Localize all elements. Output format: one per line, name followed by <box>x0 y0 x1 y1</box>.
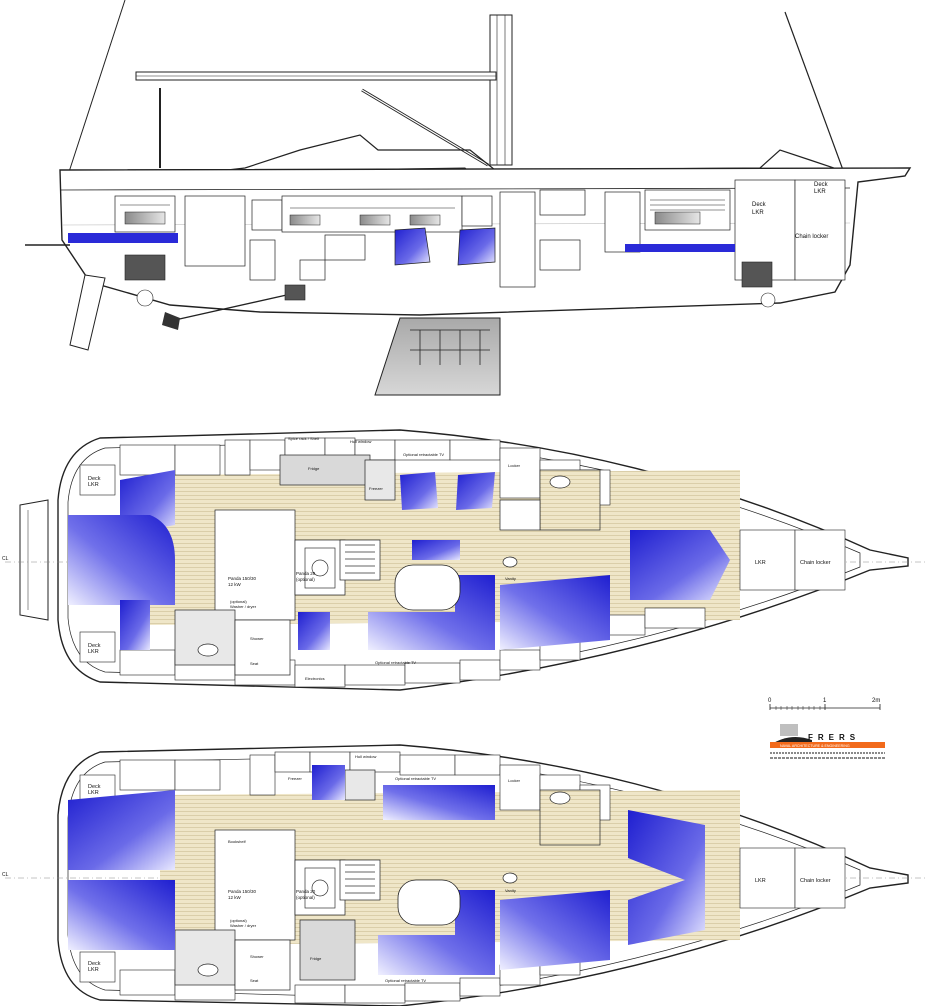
aft-stbd-berth-b <box>68 790 175 870</box>
svg-text:LKR: LKR <box>88 482 99 488</box>
backstay <box>67 0 126 176</box>
scale-tick-1: 1 <box>823 698 827 704</box>
scale-tick-2: 2m <box>872 698 880 704</box>
aft-port-cabin-a <box>120 600 150 650</box>
settee-port-a <box>298 612 330 650</box>
fwd-cabin-berth-a <box>630 530 730 600</box>
aft-berth-cushion <box>68 233 178 243</box>
fwd-port-cabin-b <box>500 890 610 970</box>
hull-window-a: Hull window <box>350 439 371 444</box>
aft-port-berth-b <box>68 880 175 950</box>
scale-bar: 0 1 2m <box>768 698 881 710</box>
optional-tv-bottom-b: Optional retractable TV <box>385 978 426 983</box>
svg-text:12 kW: 12 kW <box>228 895 242 900</box>
forward-berth-cushion <box>625 244 735 252</box>
logo-tagline: NAVAL ARCHITECTURE & ENGINEERING <box>780 744 850 748</box>
electronics-label-a: Electronics <box>305 676 325 681</box>
profile-view: Deck LKR Deck LKR Chain locker <box>25 0 912 396</box>
saloon-seat-2 <box>457 227 496 266</box>
saloon-table-a <box>394 564 461 611</box>
seat-label-a: Seat <box>250 661 259 666</box>
mast <box>489 14 513 166</box>
saloon-chair-1-a <box>400 472 438 510</box>
saloon-seat-1 <box>394 227 431 266</box>
saloon-settee-b <box>378 890 495 975</box>
profile-chain-locker: Chain locker <box>795 234 828 240</box>
svg-text:Deck: Deck <box>88 784 101 790</box>
freezer-label-a: Freezer <box>369 486 383 491</box>
svg-text:LKR: LKR <box>814 189 826 195</box>
fridge-label-b: Fridge <box>310 956 322 961</box>
svg-text:LKR: LKR <box>88 790 99 796</box>
logo-name: FRERS <box>808 733 860 742</box>
svg-text:LKR: LKR <box>88 649 99 655</box>
freezer-label-b: Freezer <box>288 776 302 781</box>
layout-plan-b: CL <box>2 744 928 1006</box>
shower-label-a: Shower <box>250 636 264 641</box>
panda-right-b: Panda 20 <box>296 889 316 894</box>
lkr-label-a: LKR <box>755 560 766 566</box>
washer-dryer-a: (optional) <box>230 599 247 604</box>
svg-text:Deck: Deck <box>88 643 101 649</box>
profile-deck-locker: Deck <box>752 202 767 208</box>
svg-text:(optional): (optional) <box>296 577 315 582</box>
cl-label-b: CL <box>2 872 9 878</box>
panda-left-a: Panda 150/30 <box>228 576 257 581</box>
svg-text:12 kW: 12 kW <box>228 582 242 587</box>
chain-locker-b: Chain locker <box>800 878 831 884</box>
bookshelf-label-b: Bookshelf <box>228 839 246 844</box>
panda-right-a: Panda 20 <box>296 571 316 576</box>
svg-text:Deck: Deck <box>814 182 829 188</box>
locker-label-b: Locker <box>508 778 521 783</box>
saloon-settee-stbd-b <box>383 785 495 820</box>
hull-window-b: Hull window <box>355 754 376 759</box>
spice-rack-label-a: Spice rack / Shelf <box>288 436 320 441</box>
svg-text:LKR: LKR <box>88 967 99 973</box>
cl-label-a: CL <box>2 556 9 562</box>
rudder <box>69 274 106 351</box>
fwd-port-cabin-a <box>500 575 610 650</box>
saloon-chair-2-a <box>456 472 495 510</box>
seat-label-b: Seat <box>250 978 259 983</box>
vanity-label-b: Vanity <box>505 888 516 893</box>
pilot-seat-b <box>312 765 345 800</box>
vanity-label-a: Vanity <box>505 576 516 581</box>
locker-label-a: Locker <box>508 463 521 468</box>
saloon-settee-a <box>368 575 495 650</box>
washer-dryer-b: (optional) <box>230 918 247 923</box>
shower-label-b: Shower <box>250 954 264 959</box>
scale-tick-0: 0 <box>768 698 772 704</box>
saloon-table-b <box>397 879 461 926</box>
aft-cabin-berth-a <box>68 515 175 605</box>
svg-text:(optional): (optional) <box>296 895 315 900</box>
optional-tv-a: Optional retractable TV <box>403 452 444 457</box>
svg-text:Deck: Deck <box>88 476 101 482</box>
fwd-cabin-v-berth-b <box>628 810 705 945</box>
saloon-settee-top-a <box>412 540 460 560</box>
keel <box>374 317 501 396</box>
forestay <box>784 11 844 171</box>
frers-logo: FRERS NAVAL ARCHITECTURE & ENGINEERING <box>770 724 885 759</box>
optional-tv-b: Optional retractable TV <box>395 776 436 781</box>
layout-plan-a: CL <box>2 429 928 691</box>
svg-text:Washer / dryer: Washer / dryer <box>230 604 257 609</box>
svg-text:LKR: LKR <box>752 210 764 216</box>
optional-tv-bottom-a: Optional retractable TV <box>375 660 416 665</box>
chain-locker-a: Chain locker <box>800 560 831 566</box>
panda-left-b: Panda 150/30 <box>228 889 257 894</box>
svg-text:Deck: Deck <box>88 961 101 967</box>
lkr-label-b: LKR <box>755 878 766 884</box>
svg-text:Washer / dryer: Washer / dryer <box>230 923 257 928</box>
fridge-label-a: Fridge <box>308 466 320 471</box>
